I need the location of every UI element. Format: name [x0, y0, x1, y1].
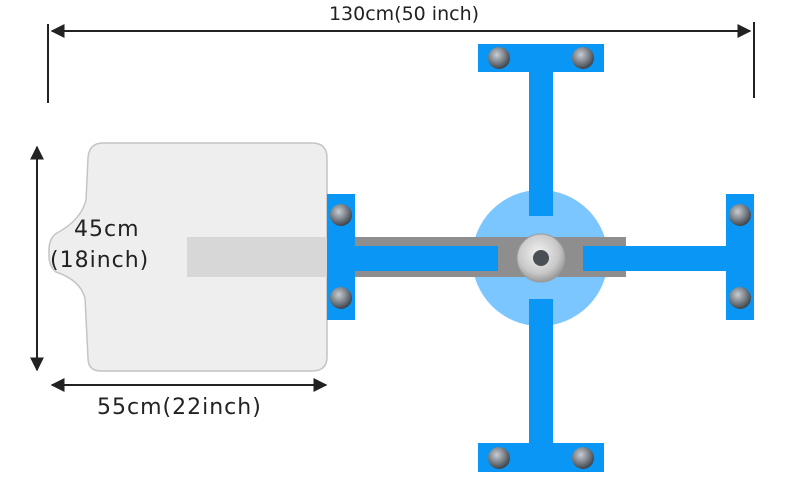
center-bolt [533, 250, 549, 266]
top-right-knob [572, 47, 594, 69]
left-end-plate [327, 194, 355, 320]
left-top-knob [330, 204, 352, 226]
right-end-plate [726, 194, 754, 320]
frame-bar-left [352, 246, 498, 271]
bottom-end-plate [478, 443, 604, 472]
platen-arm-shadow [187, 237, 329, 277]
platen-width-label: 55cm(22inch) [97, 395, 262, 420]
platen-height-inch-label: (18inch) [50, 248, 149, 273]
right-bottom-knob [729, 287, 751, 309]
frame-bar-top [529, 70, 553, 216]
bottom-left-knob [488, 447, 510, 469]
overall-width-dimension: 130cm(50 inch) [47, 1, 755, 103]
overall-width-label: 130cm(50 inch) [329, 3, 479, 25]
overall-width-label-bg [322, 1, 486, 27]
bottom-right-knob [572, 447, 594, 469]
frame-bar-bottom [529, 299, 553, 446]
top-left-knob [488, 47, 510, 69]
top-end-plate [478, 44, 604, 72]
right-top-knob [729, 204, 751, 226]
frame-bar-right [583, 246, 728, 271]
left-bottom-knob [330, 287, 352, 309]
platen-board: 45cm (18inch) [48, 142, 329, 372]
platen-height-cm-label: 45cm [74, 217, 140, 242]
